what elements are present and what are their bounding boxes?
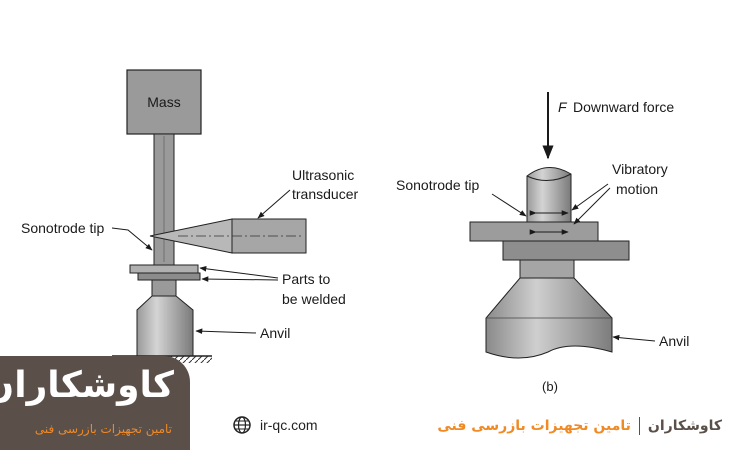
- mass-block: [126, 69, 202, 135]
- website-text[interactable]: ir-qc.com: [260, 417, 318, 433]
- sonotrode-leader-b: [491, 193, 527, 217]
- caption-b: (b): [542, 379, 558, 394]
- transducer-label-2: transducer: [292, 186, 358, 202]
- brand-logo-tagline: تامین تجهیزات بازرسی فنی: [34, 422, 172, 436]
- workpiece-upper: [469, 221, 599, 242]
- force-symbol: F: [558, 99, 568, 115]
- footer-brand: کاوشکاران تامین تجهیزات بازرسی فنی: [437, 417, 722, 435]
- brand-logo-card: کاوشکاران تامین تجهیزات بازرسی فنی: [0, 356, 190, 450]
- part-lower: [137, 272, 201, 281]
- anvil-leader-b: [612, 334, 656, 342]
- parts-label-2: be welded: [282, 291, 346, 307]
- anvil-body: [136, 295, 194, 357]
- workpiece-lower: [502, 240, 630, 261]
- diagram-a: Mass Ultrasonic transducer Sonotrode tip…: [21, 69, 358, 363]
- transducer-leader: [257, 189, 291, 219]
- anvil-neck-b: [519, 259, 575, 279]
- footer-separator: [638, 417, 640, 435]
- transducer-label-1: Ultrasonic: [292, 167, 354, 183]
- website-link[interactable]: ir-qc.com: [232, 415, 318, 435]
- brand-logo-wordmark: کاوشکاران: [0, 365, 174, 406]
- sonotrode-tip-label-b: Sonotrode tip: [396, 177, 479, 193]
- anvil-neck: [151, 279, 177, 297]
- part-upper: [129, 264, 199, 274]
- footer-bar: ir-qc.com کاوشکاران تامین تجهیزات بازرسی…: [190, 407, 750, 450]
- diagram-b: F Downward force Vibratory motion Sonotr…: [396, 92, 689, 394]
- sonotrode-tip-label-a: Sonotrode tip: [21, 220, 104, 236]
- parts-label-1: Parts to: [282, 271, 330, 287]
- vibratory-label-1: Vibratory: [612, 161, 668, 177]
- globe-icon: [233, 416, 251, 434]
- mass-label: Mass: [147, 94, 180, 110]
- sonotrode-leader-a: [111, 227, 153, 251]
- anvil-leader-a: [195, 328, 257, 335]
- footer-brand-name: کاوشکاران: [647, 418, 722, 434]
- anvil-label-b: Anvil: [659, 333, 689, 349]
- footer-brand-tagline: تامین تجهیزات بازرسی فنی: [437, 418, 631, 434]
- parts-leader-2: [201, 276, 279, 282]
- sonotrode-cylinder: [526, 167, 572, 223]
- vibratory-label-2: motion: [616, 181, 658, 197]
- anvil-label-a: Anvil: [260, 325, 290, 341]
- vibratory-leader-1: [571, 183, 609, 211]
- vibratory-leader-2: [573, 187, 611, 225]
- parts-leader-1: [199, 266, 279, 279]
- force-label: Downward force: [573, 99, 674, 115]
